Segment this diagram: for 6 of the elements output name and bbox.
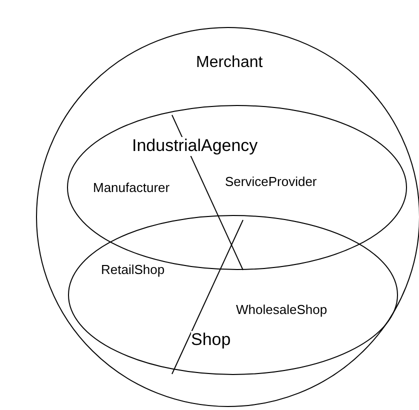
subset-label: ServiceProvider <box>225 175 317 190</box>
subset-label: Manufacturer <box>93 181 170 196</box>
set-label: Shop <box>191 331 231 350</box>
subset-label: WholesaleShop <box>236 303 328 318</box>
subset-label: RetailShop <box>101 263 165 278</box>
set-label: IndustrialAgency <box>132 137 258 156</box>
